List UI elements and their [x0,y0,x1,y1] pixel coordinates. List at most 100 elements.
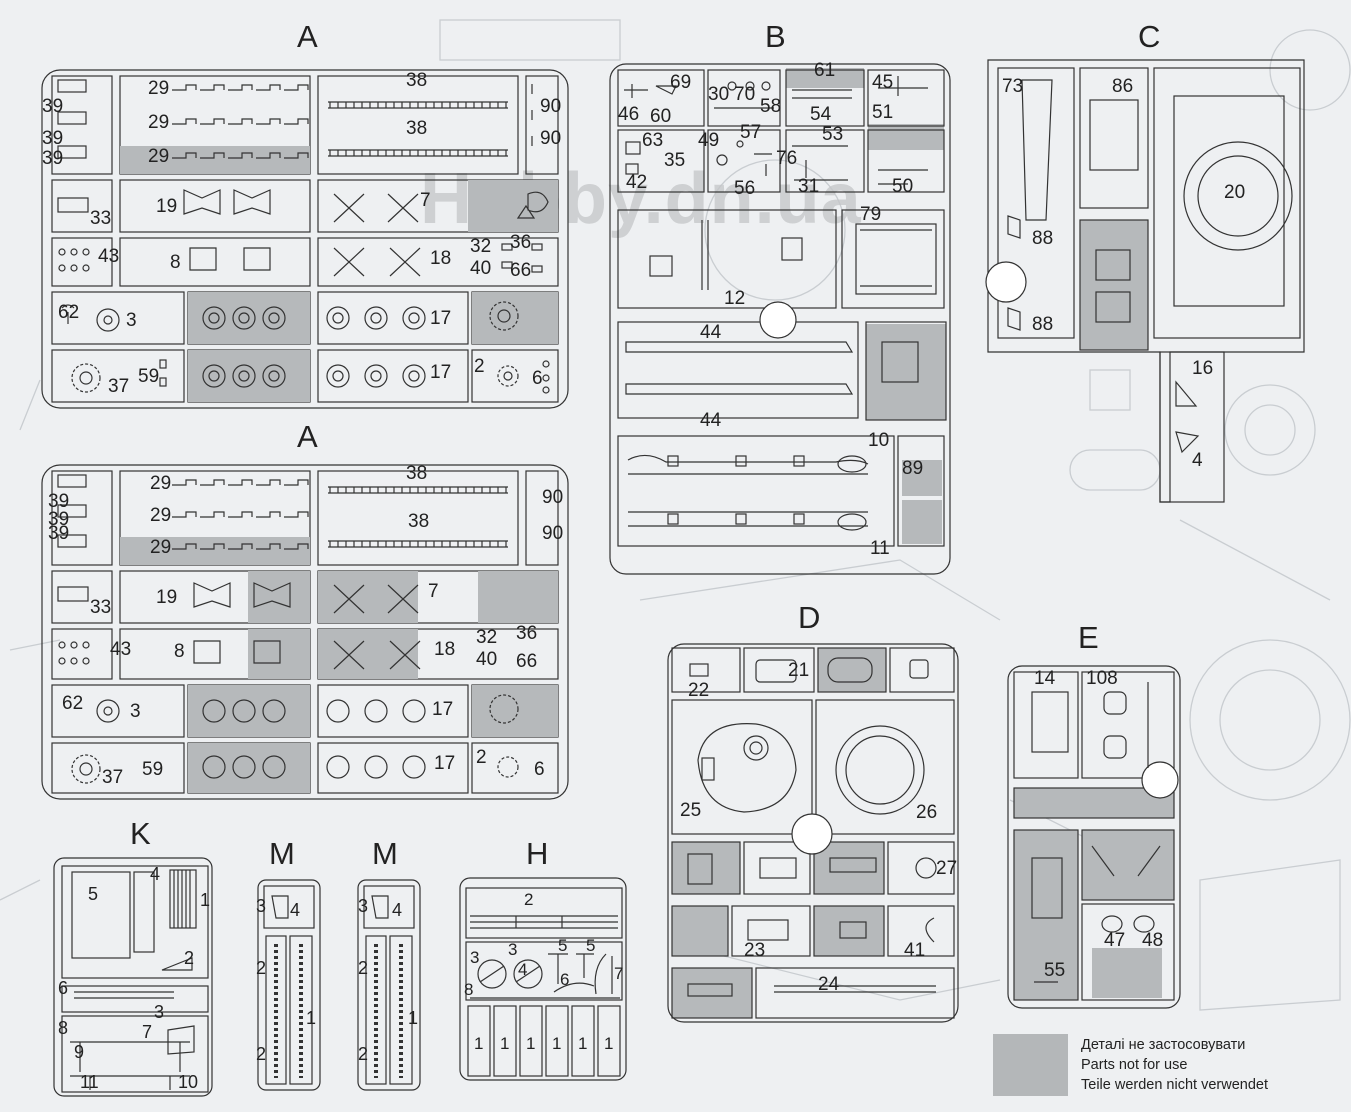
part-label: 8 [170,252,181,273]
part-label: 2 [476,747,487,768]
part-label: 29 [150,505,172,526]
part-label: 48 [1142,930,1164,951]
part-label: 76 [776,148,798,169]
part-label: 9 [74,1042,85,1062]
part-label: 12 [724,288,746,309]
part-label: 47 [1104,930,1126,951]
part-label: 1 [200,890,211,910]
part-label: 7 [142,1022,153,1042]
part-label: 36 [510,232,532,253]
part-label: 29 [148,146,170,167]
part-label: 70 [734,84,756,105]
part-label: 33 [90,208,112,229]
part-label: 1 [500,1034,510,1053]
sprue-a-top [41,69,569,409]
sprue-e-parts: 14 108 47 48 55 [1004,662,1184,1012]
part-label: 90 [542,487,564,508]
part-label: 17 [432,699,454,720]
sprue-c-letter: C [1138,19,1161,54]
legend-line-english: Parts not for use [1081,1057,1188,1073]
part-label: 32 [470,236,492,257]
sprue-e [1007,665,1181,1009]
part-label: 7 [428,581,439,602]
part-label: 43 [110,639,132,660]
part-label: 43 [98,246,120,267]
part-label: 38 [408,511,430,532]
part-label: 4 [392,900,403,920]
part-label: 3 [130,701,141,722]
part-label: 39 [48,491,70,512]
sprue-m2 [357,879,421,1091]
part-label: 108 [1086,668,1118,689]
part-label: 4 [150,864,161,884]
sprue-k [53,857,213,1097]
part-label: 58 [760,96,782,117]
part-label: 39 [42,128,64,149]
part-label: 1 [604,1034,614,1053]
part-label: 26 [916,802,938,823]
sprue-b-letter: B [765,19,786,54]
part-label: 1 [552,1034,562,1053]
part-label: 63 [642,130,664,151]
part-label: 18 [434,639,456,660]
part-label: 8 [58,1018,69,1038]
part-label: 17 [430,308,452,329]
sprue-k-letter: K [130,816,151,851]
part-label: 3 [358,896,369,916]
part-label: 1 [578,1034,588,1053]
part-label: 53 [822,124,844,145]
part-label: 45 [872,72,894,93]
part-label: 4 [518,960,528,979]
part-label: 2 [256,1044,267,1064]
part-label: 2 [358,958,369,978]
part-label: 50 [892,176,914,197]
part-label: 32 [476,627,498,648]
part-label: 6 [532,368,543,389]
part-label: 36 [516,623,538,644]
part-label: 11 [870,538,890,559]
part-label: 19 [156,587,178,608]
part-label: 89 [902,458,924,479]
part-label: 3 [508,940,518,959]
part-label: 38 [406,463,428,484]
part-label: 66 [516,651,538,672]
part-label: 2 [524,890,534,909]
part-label: 19 [156,196,178,217]
sprue-a-bottom-letter: A [297,419,318,454]
part-label: 22 [688,680,710,701]
sprue-d [667,643,959,1023]
part-label: 51 [872,102,894,123]
part-label: 40 [470,258,492,279]
part-label: 6 [58,978,69,998]
part-label: 29 [150,537,172,558]
part-label: 1 [306,1008,317,1028]
part-label: 60 [650,106,672,127]
part-label: 33 [90,597,112,618]
part-label: 35 [664,150,686,171]
sprue-m1 [257,879,321,1091]
part-label: 57 [740,122,762,143]
part-label: 79 [860,204,882,225]
part-label: 62 [62,693,84,714]
part-label: 5 [88,884,99,904]
sprue-h [459,877,627,1081]
part-label: 7 [614,964,624,983]
part-label: 39 [48,509,70,530]
part-label: 1 [526,1034,536,1053]
sprue-k-parts: 5 4 1 6 2 3 8 7 9 11 10 [50,856,216,1100]
part-label: 39 [42,148,64,169]
part-label: 3 [256,896,267,916]
part-label: 24 [818,974,840,995]
part-label: 31 [798,176,820,197]
part-label: 2 [358,1044,369,1064]
part-label: 8 [174,641,185,662]
part-label: 20 [1224,182,1246,203]
part-label: 49 [698,130,720,151]
part-label: 39 [48,523,70,544]
sprue-m1-letter: M [269,836,295,871]
part-label: 29 [150,473,172,494]
part-label: 4 [1192,450,1203,471]
part-label: 88 [1032,228,1054,249]
part-label: 88 [1032,314,1054,335]
part-label: 86 [1112,76,1134,97]
